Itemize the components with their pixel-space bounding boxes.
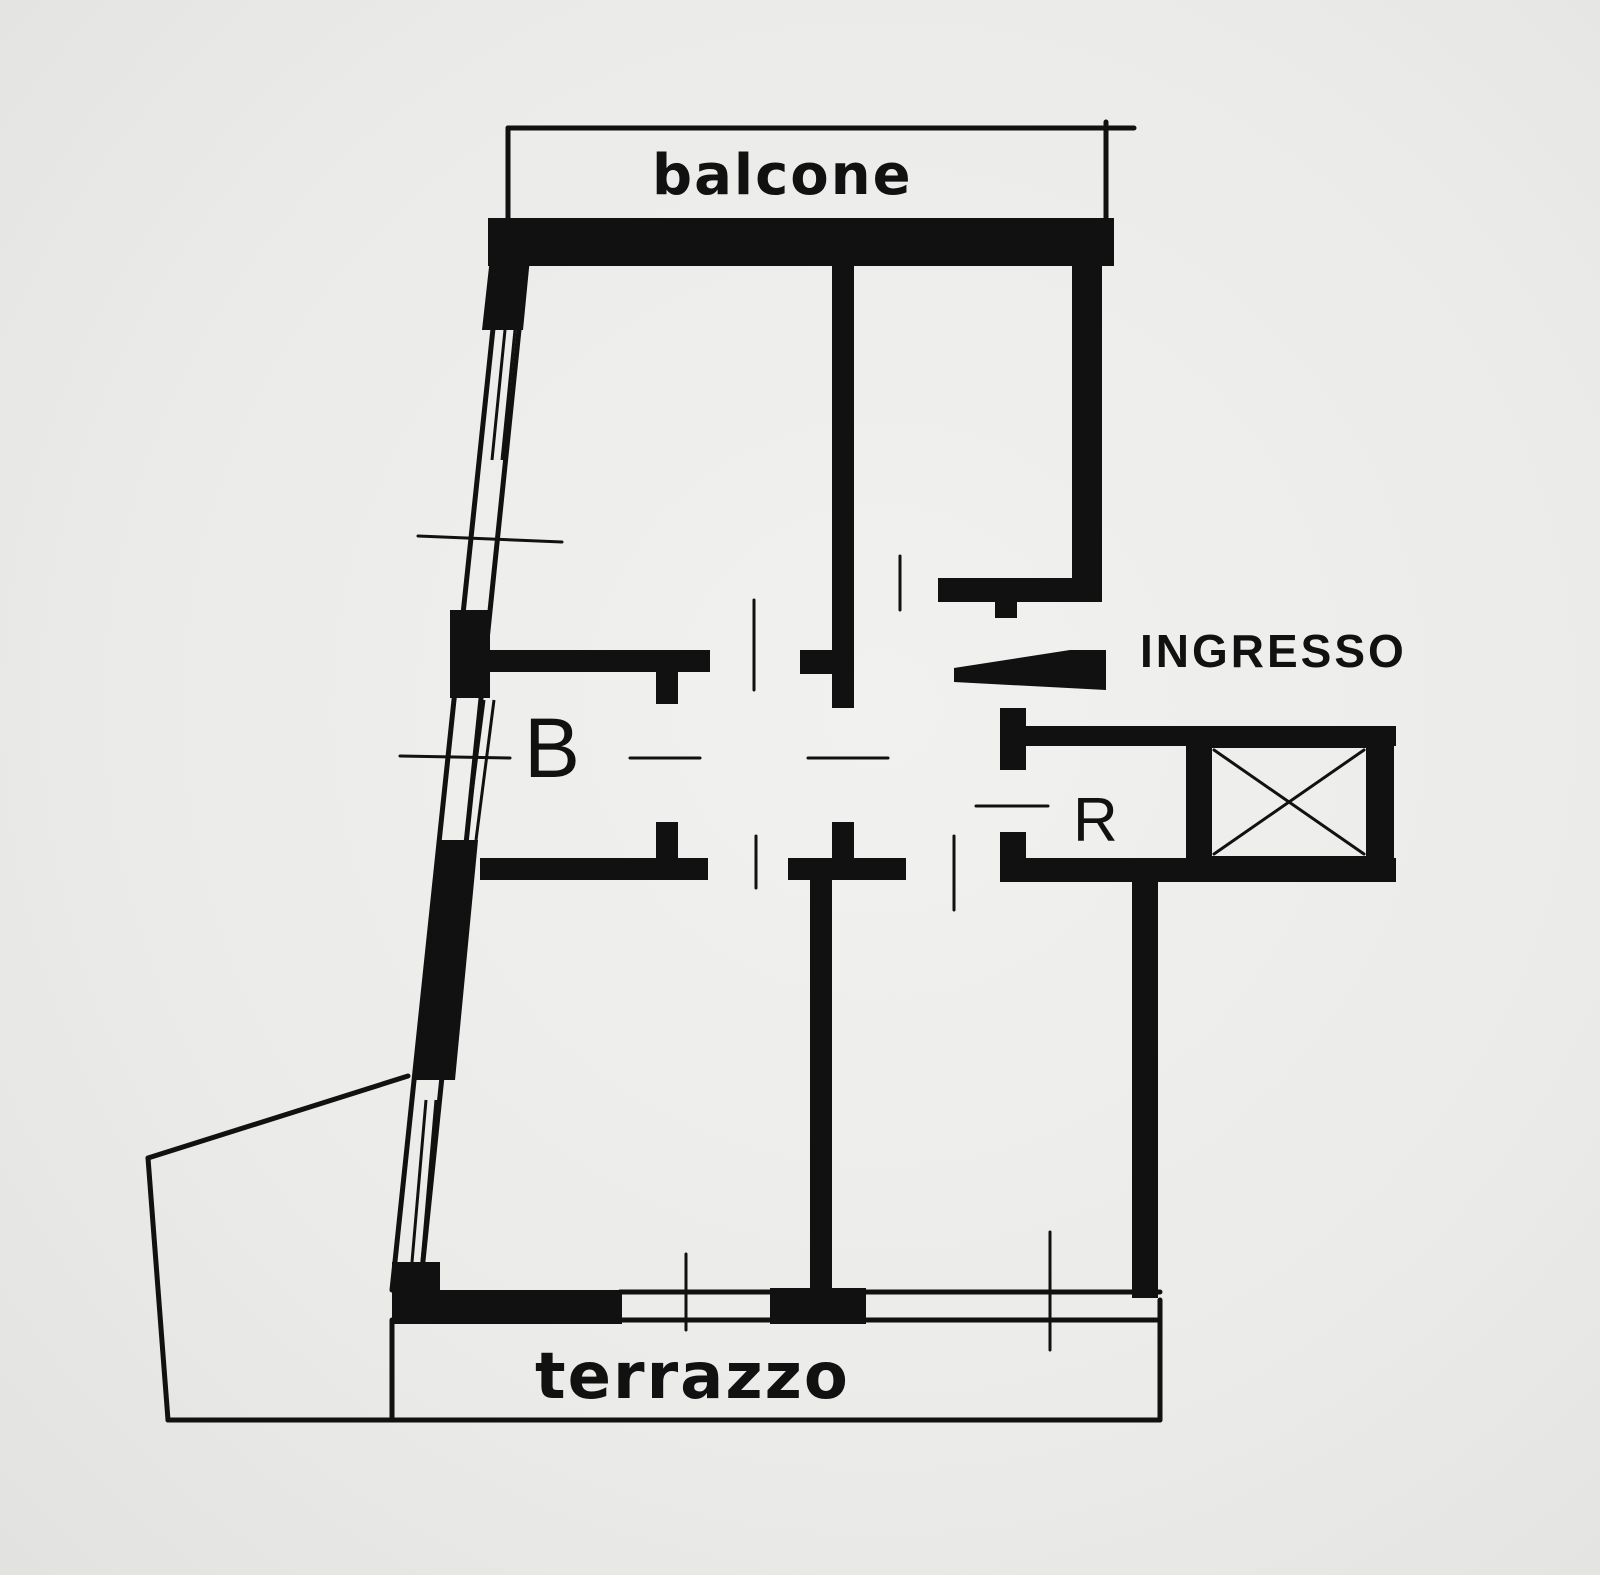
wall-corridor-upper-mid [800, 650, 854, 674]
ingresso-label: INGRESSO [1140, 625, 1407, 677]
balcone-label: balcone [652, 143, 913, 208]
wall-corridor-lower-left [480, 858, 708, 880]
appendage-left-line [145, 1155, 171, 1423]
terrazzo-label: terrazzo [535, 1340, 850, 1414]
shaft-outline [1208, 744, 1370, 860]
wall-bottom-left [392, 1290, 622, 1324]
facade-tick-2 [398, 754, 512, 760]
facade-outer-line [389, 259, 503, 1293]
wall-shaft-left [1186, 726, 1210, 882]
storage-label: R [1073, 786, 1118, 855]
wall-corridor-upper-left [490, 650, 710, 672]
shaft-cross-2 [1212, 748, 1366, 856]
wall-upper-right [1072, 258, 1102, 598]
wall-inner-lower-vertical [810, 870, 832, 1290]
bathroom-label: B [524, 701, 581, 795]
facade-tick-1 [416, 534, 564, 544]
appendage-top-line [145, 1073, 411, 1161]
wall-inner-upper-vertical [832, 258, 854, 708]
wall-corridor-upper-right [954, 650, 1106, 690]
wall-corridor-upper-stub [656, 668, 678, 704]
wall-upper-right-stub [995, 596, 1017, 618]
wall-lower-right [1132, 880, 1158, 1298]
wall-corridor-lower-stub-left [656, 822, 678, 870]
wall-upper-right-bottom [938, 578, 1102, 602]
wall-corridor-lower-stub-mid [832, 822, 854, 870]
facade-window-hatching [410, 329, 517, 1263]
wall-shaft-right [1368, 726, 1394, 882]
wall-top [488, 218, 1114, 266]
